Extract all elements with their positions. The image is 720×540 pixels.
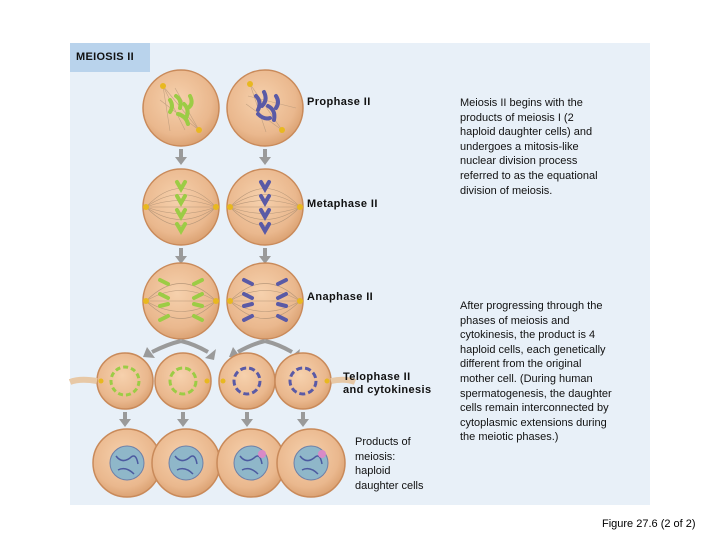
daughter-cell-2 [151,428,221,498]
label-prophase-ii: Prophase II [307,96,371,108]
centrosome [279,127,285,133]
daughter-cell-4 [276,428,346,498]
centrosome [143,204,149,210]
label-anaphase-ii: Anaphase II [307,291,374,303]
daughter-cell-3 [216,428,286,498]
metaphase-cell-left [142,168,220,246]
centrosome [160,83,166,89]
centrosome [297,298,303,304]
centrosome [227,298,233,304]
anaphase-cell-left [142,262,220,340]
anaphase-cell-right [226,262,304,340]
description-intro: Meiosis II begins with the products of m… [460,97,598,197]
centrosome [196,127,202,133]
figure-caption: Figure 27.6 (2 of 2) [602,518,696,530]
prophase-cell-left [142,69,220,147]
stage-arrows-3 [143,339,300,360]
centrosome [297,204,303,210]
stage-arrows-4 [119,412,309,427]
chromosomes [168,94,194,126]
centrosome [227,204,233,210]
chromosomes [254,90,280,122]
centrosome [213,298,219,304]
centrosome [247,81,253,87]
chromosomes [259,180,271,236]
centrosome [213,204,219,210]
stage-arrows-2 [175,248,271,264]
chromosomes [158,278,204,322]
section-title: MEIOSIS II [70,43,150,72]
centrosome [143,298,149,304]
chromosomes [175,180,187,236]
telophase-cell-4 [274,352,357,410]
stage-arrows-1 [175,149,271,165]
label-metaphase-ii: Metaphase II [307,198,378,210]
prophase-cell-right [226,69,304,147]
telophase-cell-3 [218,352,276,410]
daughter-cell-1 [92,428,162,498]
label-telophase-ii: Telophase II and cytokinesis [343,371,432,396]
telophase-cell-1 [68,352,154,410]
chromosomes [242,278,288,322]
telophase-cell-2 [154,352,212,410]
metaphase-cell-right [226,168,304,246]
label-products: Products of meiosis: haploid daughter ce… [355,436,424,492]
description-outcome: After progressing through the phases of … [460,300,612,444]
